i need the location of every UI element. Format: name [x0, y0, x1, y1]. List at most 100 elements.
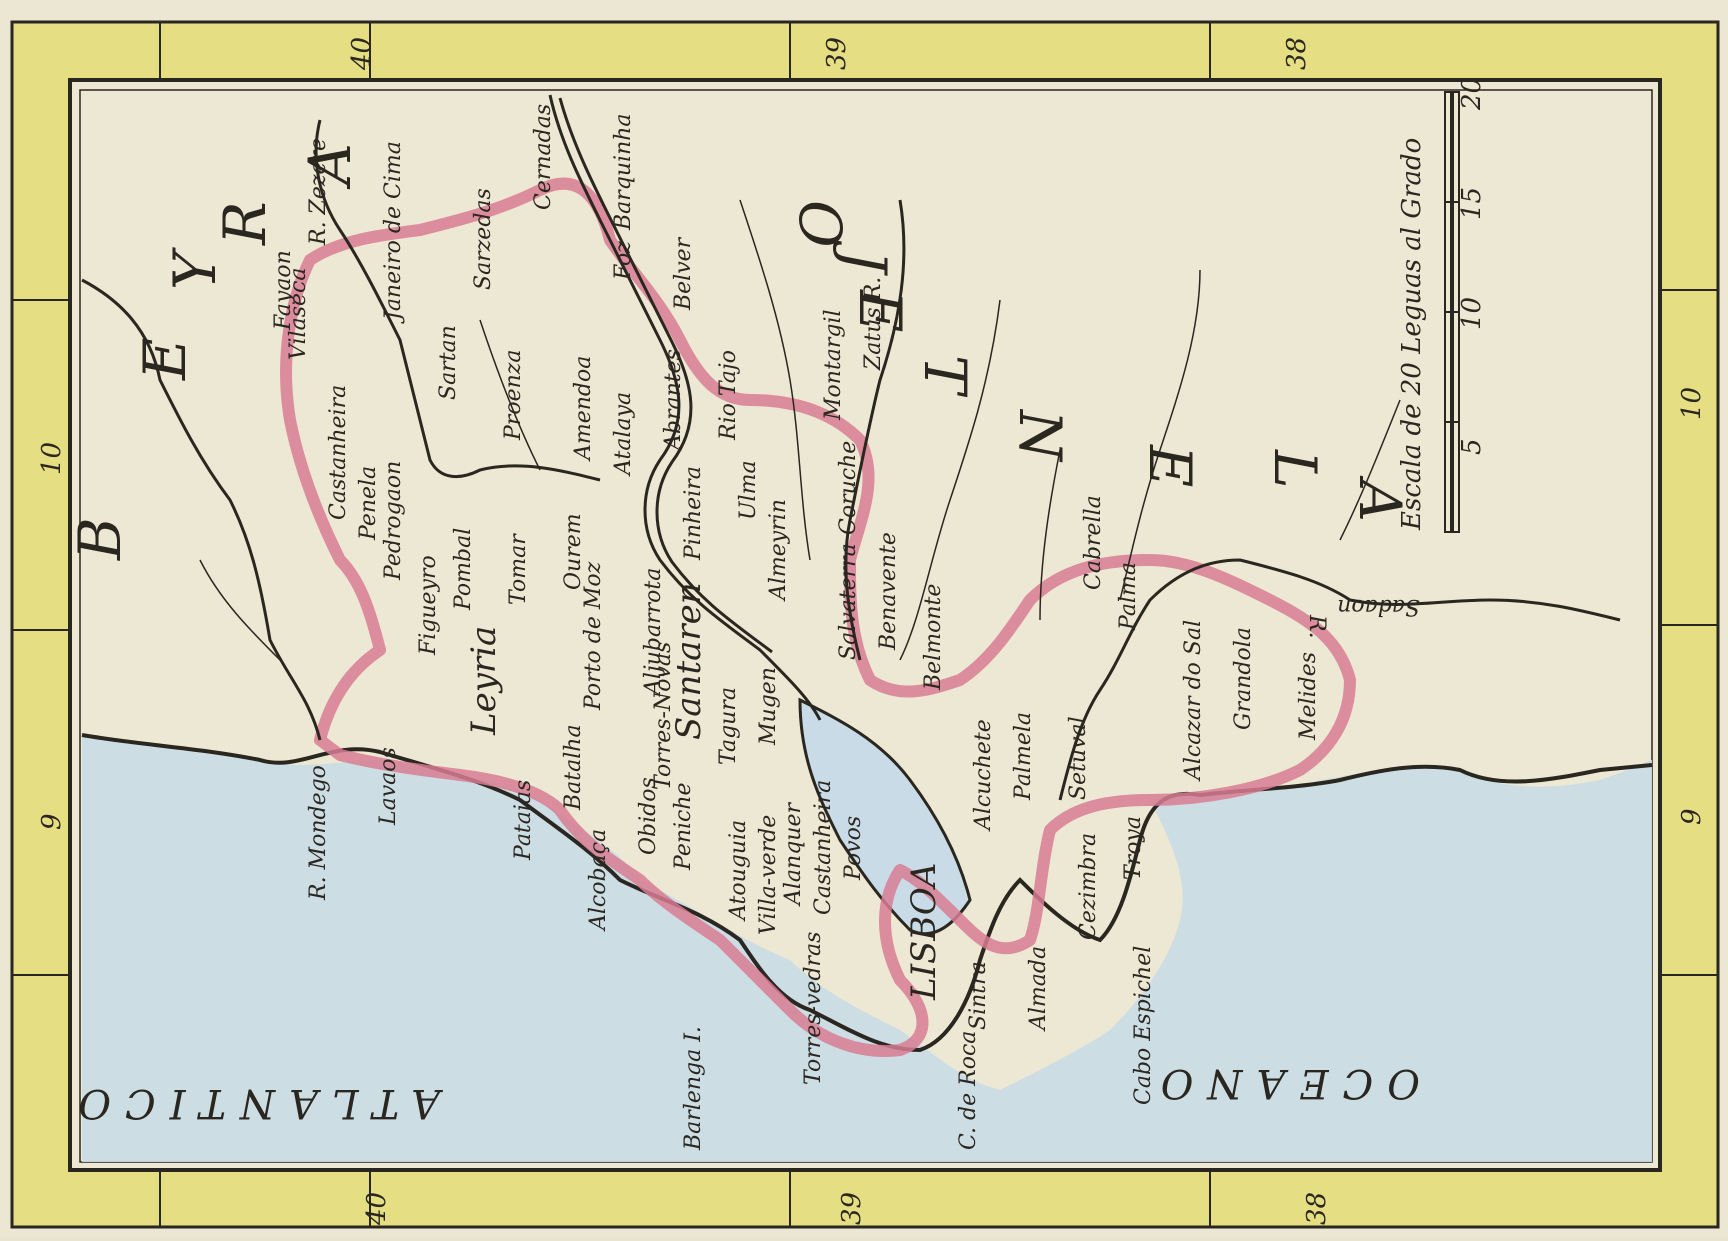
river-zezere: R. Zezere: [306, 138, 331, 246]
place-janeiro: Janeiro de Cima: [381, 141, 406, 324]
tagus-estuary: [798, 697, 972, 936]
ocean-oceano: OCEANO: [1147, 1060, 1420, 1106]
place-barquinha: Barquinha: [611, 113, 636, 231]
place-labels: Leyria Santaren LISBOA Setuval Pombal To…: [271, 104, 1420, 1151]
place-belmonte: Belmonte: [921, 584, 946, 691]
place-melides: Melides: [1296, 652, 1321, 741]
svg-text:Y: Y: [161, 247, 229, 290]
svg-text:R: R: [211, 201, 279, 246]
svg-text:L: L: [1261, 449, 1329, 489]
rivers: [81, 94, 1621, 801]
place-leyria: Leyria: [464, 626, 504, 736]
place-ourem: Ourem: [561, 513, 586, 590]
river-zatus: Zatus R.: [861, 277, 886, 371]
place-grandola: Grandola: [1231, 627, 1256, 730]
place-torres-novas: Torres-Novas: [651, 642, 676, 790]
place-vilaseca: Vilaseca: [286, 268, 311, 360]
place-setuval: Setuval: [1066, 716, 1091, 800]
place-almada: Almada: [1026, 946, 1051, 1032]
place-rio-tajo: Rio Tajo: [716, 350, 741, 441]
place-obidos: Obidos: [636, 777, 661, 855]
place-alcuchete: Alcuchete: [971, 719, 996, 832]
place-foz: Foz: [611, 241, 636, 281]
place-peniche: Peniche: [671, 782, 696, 871]
svg-text:A: A: [296, 143, 364, 190]
lon-top-40: 40: [347, 37, 377, 71]
place-porto-de-moz: Porto de Moz: [581, 561, 606, 711]
place-ulma: Ulma: [736, 460, 761, 520]
lat-left-10: 10: [37, 442, 67, 475]
place-sarzedas: Sarzedas: [471, 188, 496, 290]
lon-bottom-40: 40: [362, 1192, 392, 1226]
lon-top-39: 39: [822, 37, 852, 70]
svg-text:T: T: [911, 355, 979, 398]
region-beyra: B E Y R A: [66, 143, 364, 561]
scale-tick-10: 10: [1457, 297, 1487, 330]
place-mugen: Mugen: [756, 667, 781, 746]
place-lavaos: Lavaos: [376, 747, 401, 826]
region-alentejo: A L E N T E J O: [786, 200, 1414, 522]
place-alanquer: Alanquer: [781, 802, 806, 907]
lat-right-10: 10: [1677, 387, 1707, 420]
place-cernadas: Cernadas: [531, 104, 556, 210]
place-cabrella: Cabrella: [1081, 495, 1106, 590]
place-atalaya: Atalaya: [611, 392, 636, 477]
svg-text:A: A: [1346, 475, 1414, 522]
river-sado: R.: [1304, 614, 1329, 639]
place-castanheira-n: Castanheira: [326, 385, 351, 520]
scale-tick-20: 20: [1457, 77, 1487, 111]
place-abrantes: Abrantes: [661, 349, 686, 452]
province-boundary: [280, 177, 1356, 1057]
sea: [82, 735, 1652, 1162]
place-santaren: Santaren: [669, 582, 709, 740]
svg-text:E: E: [1136, 444, 1204, 487]
place-cezimbra: Cezimbra: [1076, 833, 1101, 940]
place-pataia: Pataias: [511, 780, 536, 861]
place-salvaterra: Salvaterra: [836, 543, 861, 660]
place-palma: Palma: [1116, 562, 1141, 631]
place-aljubarrota: Aljubarrota: [641, 568, 666, 697]
place-sartan: Sartan: [436, 325, 461, 400]
place-lisboa: LISBOA: [904, 863, 944, 1001]
place-atouguia: Atouguia: [726, 820, 751, 922]
svg-text:N: N: [1006, 408, 1074, 463]
place-montargil: Montargil: [821, 309, 846, 421]
place-fayaon: Fayaon: [271, 250, 296, 331]
lat-left-9: 9: [37, 813, 67, 830]
place-troya: Troya: [1121, 816, 1146, 880]
place-barlenga: Barlenga I.: [681, 1026, 706, 1151]
place-belver: Belver: [671, 236, 696, 311]
scale-title: Escala de 20 Leguas al Grado: [1397, 138, 1427, 531]
scale-bar: Escala de 20 Leguas al Grado 5 10 15 20: [1397, 77, 1487, 533]
svg-text:B: B: [66, 517, 134, 561]
ocean-atlantico: ATLANTICO: [64, 1080, 444, 1126]
scale-tick-5: 5: [1457, 438, 1487, 455]
place-tomar: Tomar: [506, 533, 531, 605]
place-villa-verde: Villa-verde: [756, 815, 781, 935]
place-figueyro: Figueyro: [416, 555, 441, 656]
place-proenza: Proenza: [501, 350, 526, 441]
tributaries: [199, 199, 1401, 661]
place-pombal: Pombal: [451, 528, 476, 611]
place-sintra: Sintra: [966, 961, 991, 1030]
place-alcobaca: Alcobaça: [586, 829, 611, 932]
place-amendoa: Amendoa: [571, 356, 596, 462]
place-pedrogaon: Pedrogaon: [381, 461, 406, 581]
place-torres-vedras: Torres-vedras: [801, 932, 826, 1085]
place-c-de-roca: C. de Roca: [956, 1031, 981, 1150]
lon-top-38: 38: [1282, 37, 1312, 70]
place-alcazar: Alcazar do Sal: [1181, 620, 1206, 782]
place-almeyrin: Almeyrin: [766, 499, 791, 602]
svg-text:E: E: [846, 289, 914, 332]
place-palmela: Palmela: [1011, 712, 1036, 801]
place-penela: Penela: [356, 466, 381, 541]
svg-text:O: O: [786, 200, 854, 248]
lat-right-9: 9: [1677, 808, 1707, 825]
graticule: [12, 22, 1718, 1227]
place-batalha: Batalha: [561, 724, 586, 811]
place-cabo-espichel: Cabo Espichel: [1131, 946, 1156, 1105]
place-pinheira: Pinheira: [681, 466, 706, 561]
svg-text:E: E: [131, 338, 199, 381]
